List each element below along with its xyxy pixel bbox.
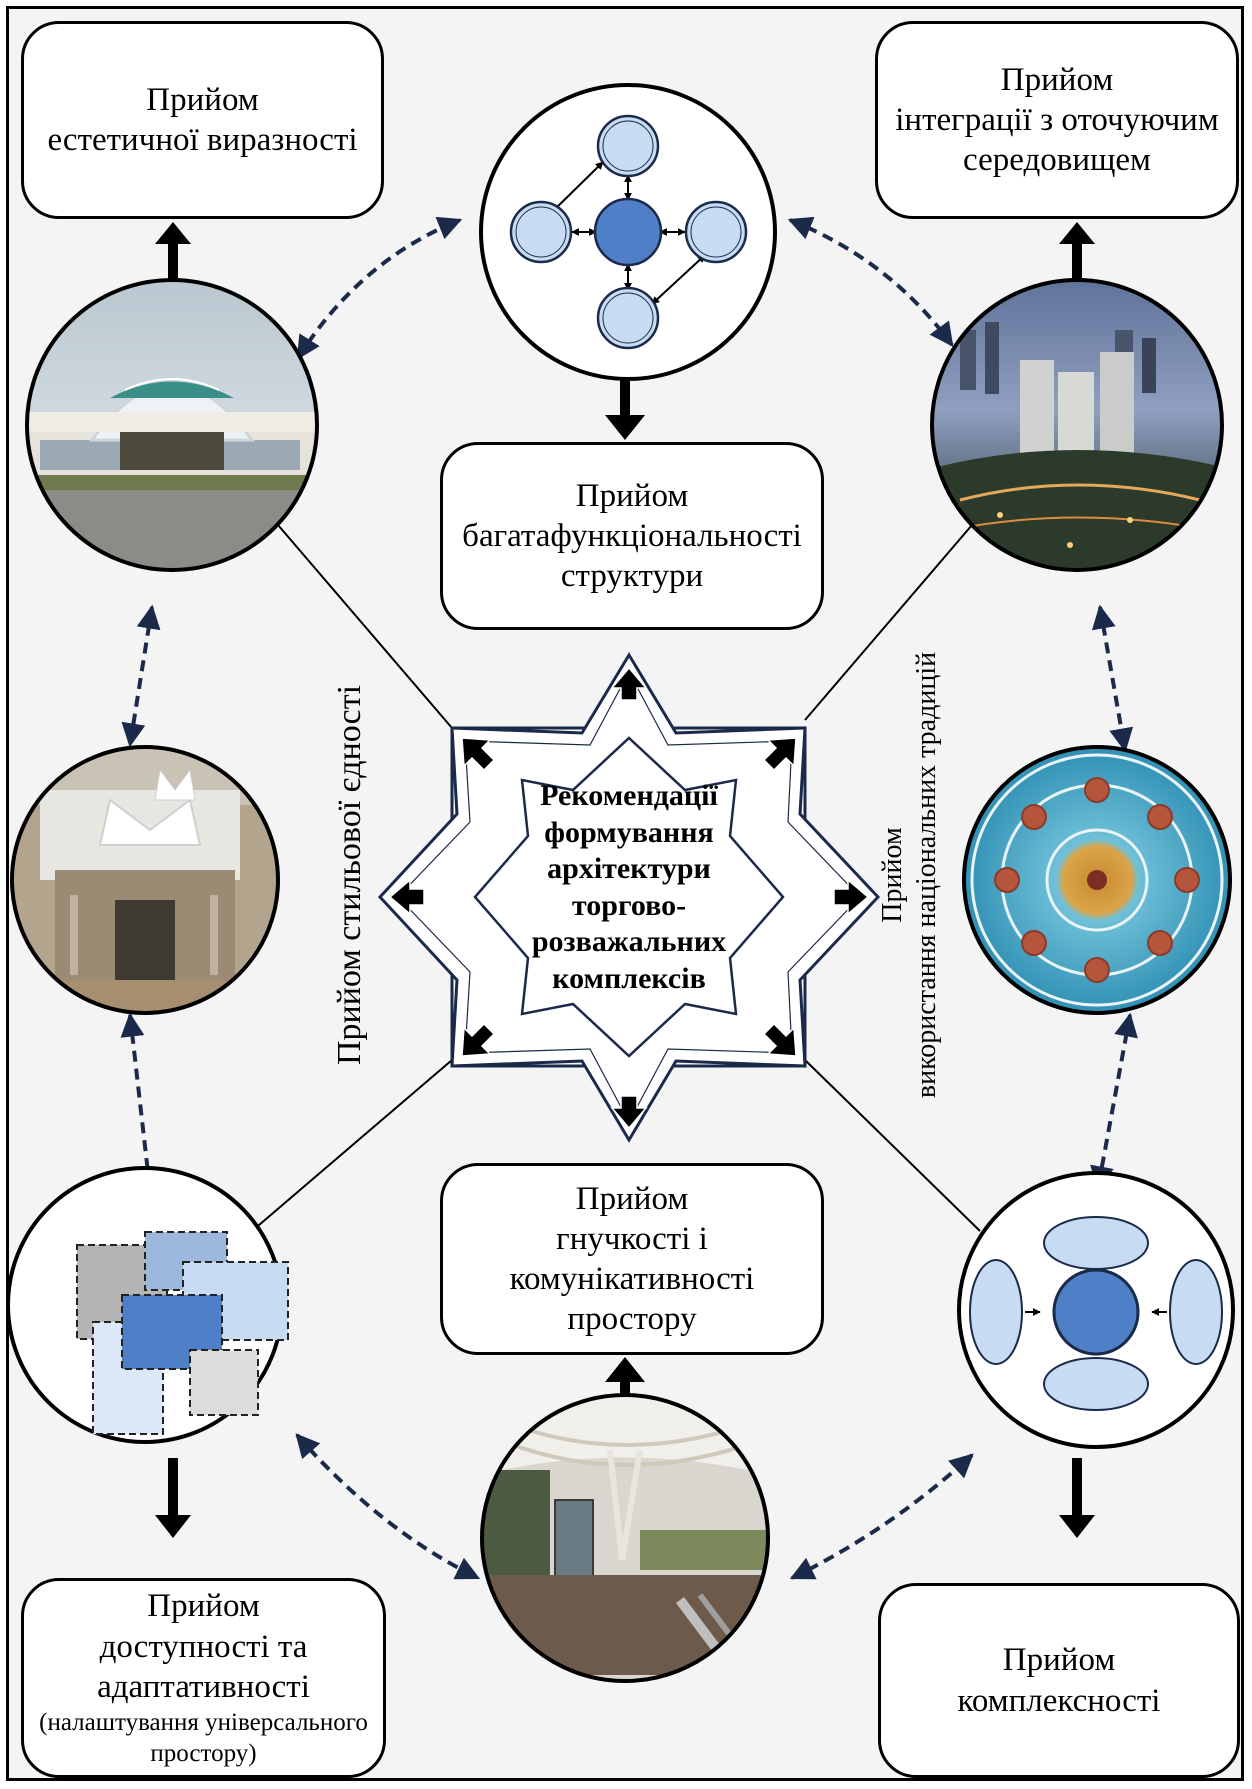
arrow-down-icon <box>155 1515 191 1538</box>
connector-line <box>804 1059 981 1232</box>
box-line: Прийом <box>575 477 689 514</box>
box-line: комплексності <box>957 1682 1161 1719</box>
dashed-arrow <box>787 216 954 347</box>
connector-lines <box>251 524 981 1232</box>
box-line: адаптативності <box>97 1668 310 1705</box>
node-circle <box>596 286 660 350</box>
label-line: Прийом <box>876 827 908 923</box>
node-center-circle <box>593 197 663 267</box>
arrow-up-icon <box>155 222 191 244</box>
center-title-line: формування <box>544 815 714 849</box>
photo-city-skyline <box>930 278 1224 572</box>
box-line: Прийом <box>147 1588 260 1625</box>
dashed-arrow <box>789 1453 974 1580</box>
box-line: Прийом <box>146 81 259 118</box>
box-line: структури <box>560 558 704 595</box>
box-line: доступності та <box>99 1628 308 1665</box>
box-aesthetic-expressiveness: Прийом естетичної виразності <box>21 21 384 219</box>
box-accessibility-adaptivity: Прийом доступності та адаптативності (на… <box>21 1578 386 1778</box>
box-line: естетичної виразності <box>47 122 358 158</box>
box-line: комунікативності <box>509 1261 755 1297</box>
dashed-arrow <box>295 1433 481 1580</box>
box-line: Прийом <box>1000 61 1114 98</box>
arrow-up-icon <box>605 1357 645 1382</box>
box-line: Прийом <box>1002 1642 1116 1679</box>
star-arrow-icon <box>461 737 496 772</box>
dashed-arrow <box>1090 1012 1138 1191</box>
box-complexity: Прийом комплексності <box>878 1583 1240 1778</box>
node-ellipse <box>1169 1259 1223 1365</box>
star-arrow-icon <box>388 878 425 916</box>
photo-islamic-ornament <box>962 745 1232 1015</box>
network-diagram-circle <box>479 83 777 381</box>
arrow-up-shaft <box>1072 242 1082 310</box>
star-arrow-icon <box>762 1022 797 1057</box>
box-environment-integration: Прийом інтеграції з оточуючим середовище… <box>875 21 1239 219</box>
star-arrow-icon <box>461 1022 496 1057</box>
center-title-line: торгово- <box>571 888 687 922</box>
connector-line <box>804 524 973 721</box>
center-title-line: архітектури <box>547 852 711 886</box>
box-line: середовищем <box>963 142 1151 179</box>
dashed-arrow <box>296 216 463 361</box>
node-ellipse <box>1043 1216 1149 1270</box>
dashed-arrow <box>120 1012 160 1193</box>
center-title-line: комплексів <box>552 961 706 995</box>
arrow-down-shaft <box>168 1458 178 1518</box>
box-flexibility-communication: Прийом гнучкості і комунікативності прос… <box>440 1163 824 1355</box>
node-circle <box>596 114 660 178</box>
center-title-line: Рекомендації <box>540 779 718 812</box>
box-note: простору) <box>150 1740 257 1768</box>
star-arrow-icon <box>610 1095 648 1130</box>
star-arrow-icon <box>610 666 648 701</box>
photo-mall-tents <box>10 745 280 1015</box>
node-ellipse <box>1043 1357 1149 1411</box>
node-center-circle <box>1052 1268 1140 1356</box>
arrow-up-icon <box>1059 222 1095 244</box>
overlapping-zones-circle <box>6 1166 289 1444</box>
node-ellipse <box>969 1259 1023 1365</box>
center-star <box>377 652 881 1143</box>
arrow-down-shaft <box>1072 1458 1082 1518</box>
dashed-arrow <box>121 604 161 748</box>
box-note: (налаштування універсального <box>39 1709 368 1737</box>
box-line: багатафункціональності <box>462 517 802 554</box>
connector-line <box>251 1059 453 1232</box>
label-style-unity: Прийом стильової єдності <box>331 684 368 1066</box>
ellipses-network-circle <box>957 1171 1235 1449</box>
arrow-down-shaft <box>620 380 630 418</box>
box-multifunctional-structure: Прийом багатафункціональності структури <box>440 442 824 630</box>
box-line: гнучкості і <box>556 1220 708 1257</box>
connector-line <box>277 524 453 729</box>
star-arrow-icon <box>833 878 870 916</box>
star-arrow-icon <box>762 737 797 772</box>
arrow-down-icon <box>1059 1515 1095 1538</box>
center-title-line: розважальних <box>531 925 727 959</box>
box-line: простору <box>567 1301 697 1338</box>
node-circle <box>509 200 573 264</box>
box-line: Прийом <box>575 1180 689 1217</box>
box-line: інтеграції з оточуючим <box>895 101 1219 138</box>
center-title: Рекомендації формування архітектури торг… <box>500 778 758 998</box>
label-national-traditions: Прийом використання національних традиці… <box>876 652 944 1098</box>
node-circle <box>684 200 748 264</box>
dashed-arrow <box>1091 604 1134 753</box>
arrow-up-shaft <box>168 242 178 310</box>
photo-mall-dome <box>25 278 319 572</box>
photo-atrium-interior <box>480 1393 770 1683</box>
arrow-down-icon <box>605 415 645 440</box>
label-line: використання національних традицій <box>911 651 942 1099</box>
dashed-arrows <box>120 216 1138 1580</box>
